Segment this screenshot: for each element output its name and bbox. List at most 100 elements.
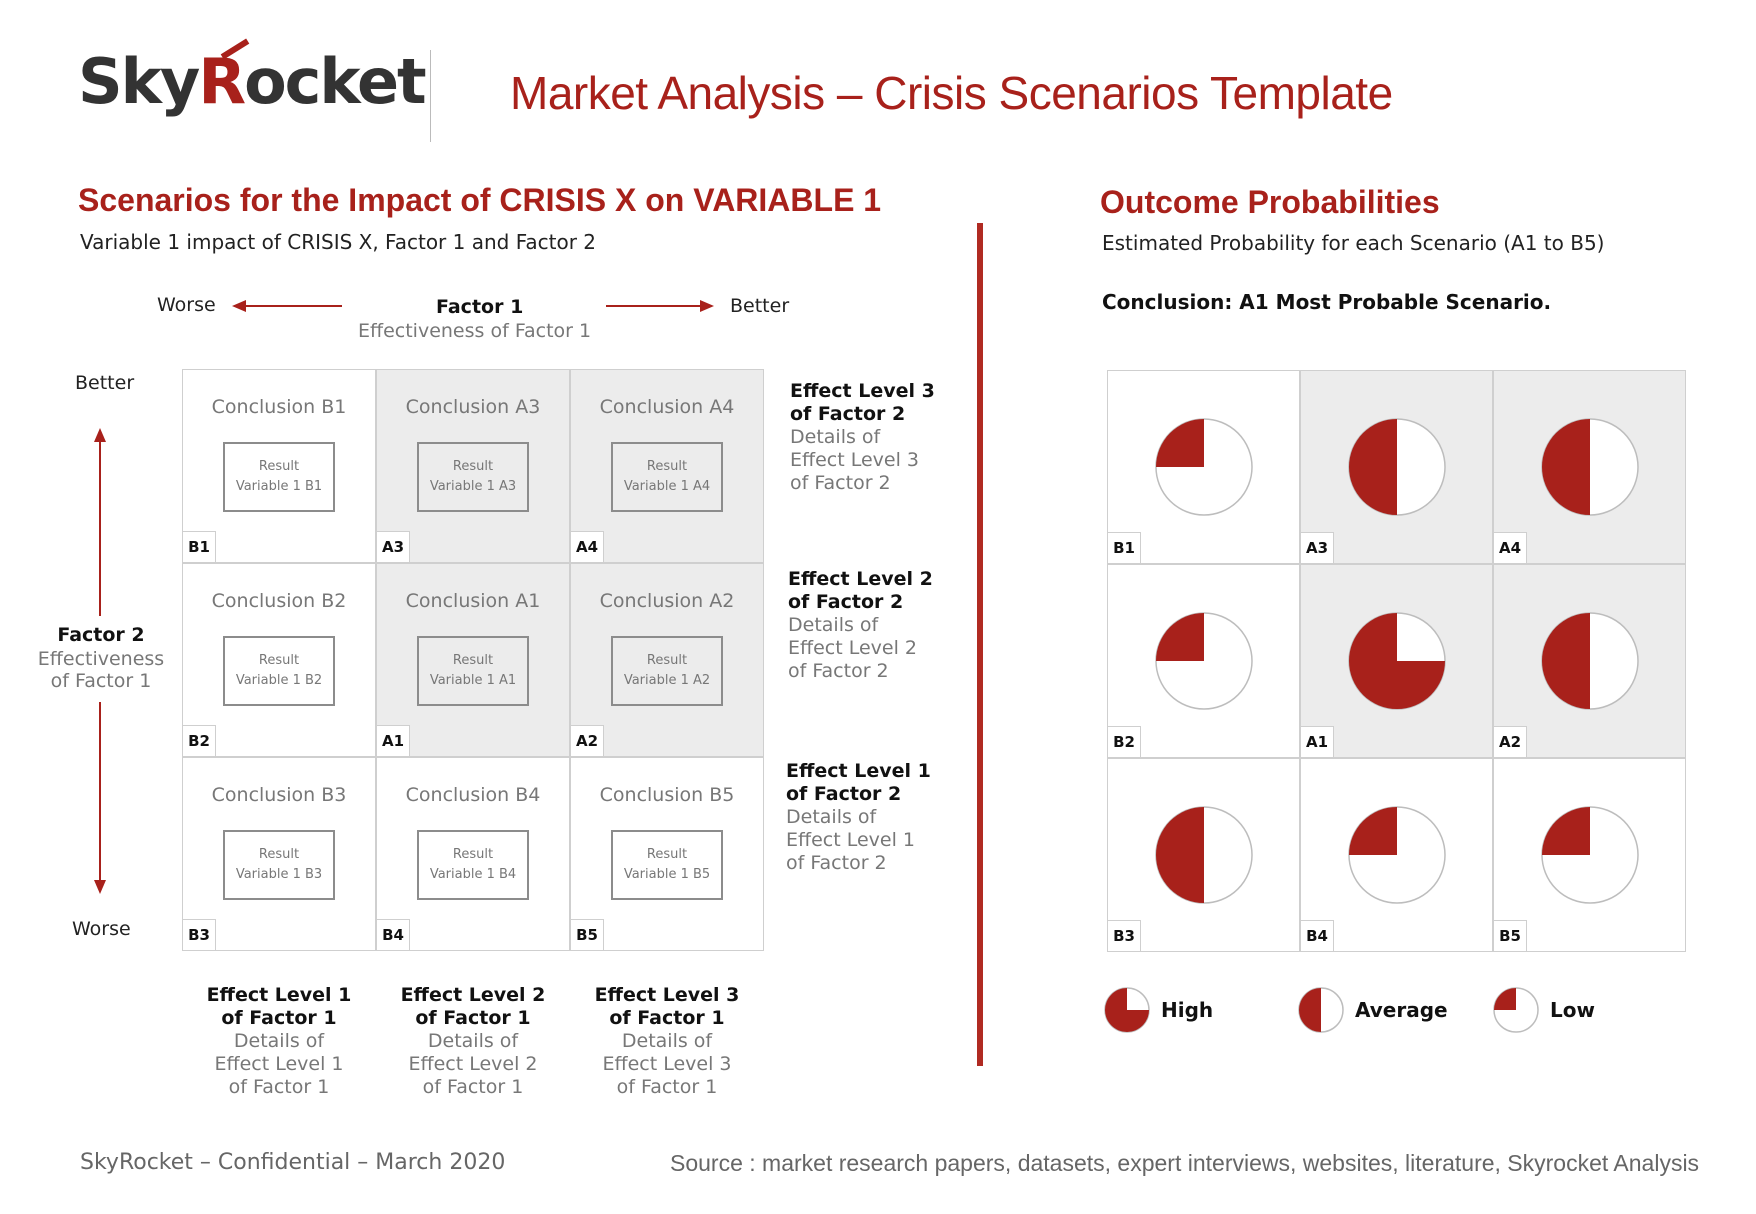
scenario-tag: A1 [1300,726,1334,758]
factor1-title: Factor 1 [436,296,524,318]
page-title: Market Analysis – Crisis Scenarios Templ… [510,67,1393,119]
col-desc-heading: of Factor 1 [609,1007,725,1029]
scenario-tag: B5 [1493,920,1527,952]
legend-label: Low [1550,998,1595,1022]
row-desc-heading: Effect Level 2 [788,568,933,590]
row-desc-heading: Effect Level 1 [786,760,931,782]
pie-chart [1155,418,1253,516]
pie-chart [1155,612,1253,710]
scenario-tag: A4 [1493,532,1527,564]
conclusion-label: Conclusion B2 [211,590,347,612]
factor1-worse-label: Worse [157,294,216,316]
row-desc-level2: Effect Level 2 of Factor 2 Details of Ef… [788,568,933,683]
logo: SkyRocket [78,45,427,118]
conclusion-label: Conclusion B1 [211,396,347,418]
row-desc-heading: Effect Level 3 [790,380,935,402]
result-variable: Variable 1 B3 [235,867,323,882]
pie-slice [1156,613,1204,661]
result-variable: Variable 1 A4 [623,479,711,494]
row-desc-level3: Effect Level 3 of Factor 2 Details of Ef… [790,380,935,495]
conclusion-label: Conclusion A1 [405,590,541,612]
conclusion-label: Conclusion B5 [599,784,735,806]
factor1-subtitle: Effectiveness of Factor 1 [358,320,592,342]
conclusion-label: Conclusion B3 [211,784,347,806]
probability-cell-b2: B2 [1107,564,1300,758]
factor2-worse-label: Worse [72,918,131,940]
factor2-up-arrow [94,428,106,616]
result-variable: Variable 1 B5 [623,867,711,882]
row-desc-detail: Effect Level 1 [786,829,916,851]
pie-slice [1156,419,1204,467]
scenario-tag: A3 [1300,532,1334,564]
outcome-conclusion: Conclusion: A1 Most Probable Scenario. [1102,290,1552,314]
col-desc-detail: Details of [233,1030,325,1052]
scenario-tag: A4 [570,531,604,563]
pie-chart [1541,806,1639,904]
col-desc-heading: Effect Level 3 [594,984,740,1006]
legend-pie-icon [1298,987,1344,1033]
scenario-tag: B5 [570,919,604,951]
factor2-subtitle-line2: of Factor 1 [50,670,152,692]
pie-slice [1349,419,1397,515]
conclusion-label: Conclusion A4 [599,396,735,418]
footer-source: Source : market research papers, dataset… [670,1150,1700,1176]
row-desc-detail: Effect Level 2 [788,637,918,659]
legend-average: Average [1297,986,1448,1034]
col-desc-level1: Effect Level 1 of Factor 1 Details of Ef… [194,984,364,1099]
result-variable: Variable 1 A2 [623,673,711,688]
factor1-better-label: Better [730,295,790,317]
result-label: Result [258,459,300,474]
scenarios-title: Scenarios for the Impact of CRISIS X on … [78,182,882,218]
pie-slice [1349,613,1445,709]
result-variable: Variable 1 B4 [429,867,517,882]
scenario-tag: B4 [1300,920,1334,952]
result-label: Result [646,847,688,862]
pie-chart [1541,418,1639,516]
pie-slice [1494,988,1516,1010]
legend-label: Average [1355,998,1448,1022]
col-desc-detail: of Factor 1 [228,1076,330,1098]
col-desc-detail: Details of [621,1030,713,1052]
pie-slice [1542,613,1590,709]
scenario-tag: A2 [570,725,604,757]
result-label: Result [452,847,494,862]
scenario-tag: B1 [182,531,216,563]
pie-slice [1542,419,1590,515]
header-divider [430,50,431,142]
col-desc-heading: Effect Level 1 [206,984,352,1006]
legend-label: High [1161,998,1214,1022]
scenario-tag: B1 [1107,532,1141,564]
col-desc-detail: Details of [427,1030,519,1052]
col-desc-heading: of Factor 1 [221,1007,337,1029]
pie-slice [1542,807,1590,855]
scenario-tag: B3 [1107,920,1141,952]
probability-cell-a1: A1 [1300,564,1493,758]
probability-cell-b1: B1 [1107,370,1300,564]
pie-chart [1541,612,1639,710]
factor2-down-arrow [94,702,106,894]
pie-chart [1155,806,1253,904]
row-desc-detail: Details of [788,614,879,636]
pie-chart [1348,418,1446,516]
conclusion-label: Conclusion A2 [599,590,735,612]
probability-cell-a2: A2 [1493,564,1686,758]
col-desc-level3: Effect Level 3 of Factor 1 Details of Ef… [582,984,752,1099]
probability-cell-b4: B4 [1300,758,1493,952]
pie-chart [1348,806,1446,904]
probability-cell-a3: A3 [1300,370,1493,564]
scenario-tag: B2 [1107,726,1141,758]
